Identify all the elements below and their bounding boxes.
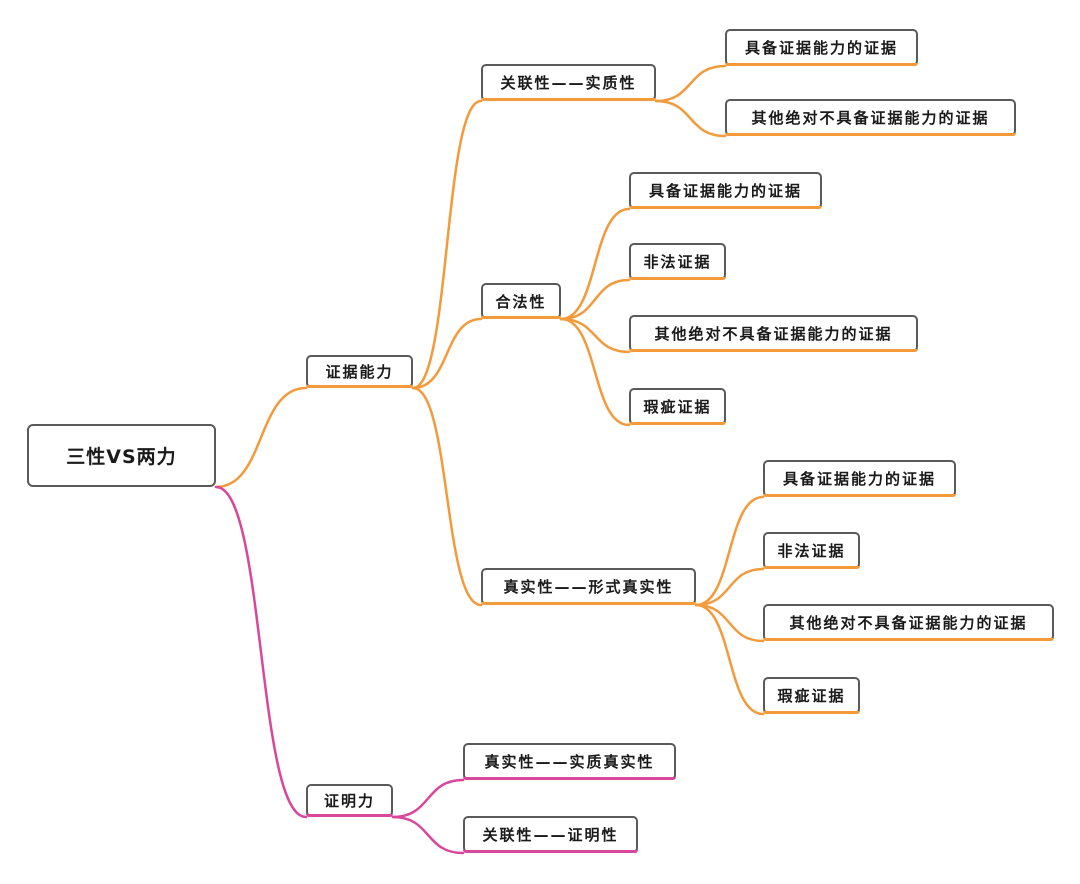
relevance-leaf-1-connector: [654, 64, 727, 103]
legality-leaf-3-connector: [559, 317, 631, 354]
node-auth-flawed-evidence[interactable]: 瑕疵证据: [763, 677, 860, 714]
legality-leaf-4-connector: [559, 317, 631, 427]
relevance-leaf-2-connector: [654, 99, 727, 138]
capacity-to-legality-connector: [411, 317, 483, 390]
authenticity-leaf-4-connector: [694, 603, 765, 716]
authenticity-leaf-3-connector: [694, 603, 765, 643]
probative-to-authenticity-connector: [391, 778, 465, 819]
node-evidence-capacity[interactable]: 证据能力: [306, 355, 413, 388]
node-leg-illegal-evidence[interactable]: 非法证据: [629, 243, 726, 280]
node-probative-force[interactable]: 证明力: [306, 784, 393, 817]
node-rel-qualified-evidence[interactable]: 具备证据能力的证据: [725, 29, 918, 66]
node-relevance-probative[interactable]: 关联性——证明性: [463, 816, 638, 853]
legality-leaf-2-connector: [559, 278, 631, 321]
authenticity-leaf-2-connector: [694, 567, 765, 607]
root-to-evidence-capacity-connector: [214, 386, 308, 489]
root-node[interactable]: 三性VS两力: [27, 424, 216, 487]
node-leg-flawed-evidence[interactable]: 瑕疵证据: [629, 388, 726, 425]
node-leg-inadmissible-evidence[interactable]: 其他绝对不具备证据能力的证据: [629, 315, 918, 352]
root-to-probative-force-connector: [214, 485, 308, 819]
legality-leaf-1-connector: [559, 207, 631, 321]
node-auth-inadmissible-evidence[interactable]: 其他绝对不具备证据能力的证据: [763, 604, 1054, 641]
authenticity-leaf-1-connector: [694, 495, 765, 607]
node-authenticity-substantive[interactable]: 真实性——实质真实性: [463, 743, 676, 780]
node-relevance-substantive[interactable]: 关联性——实质性: [481, 64, 656, 101]
node-authenticity-formal[interactable]: 真实性——形式真实性: [481, 568, 696, 605]
capacity-to-relevance-connector: [411, 99, 483, 390]
node-auth-qualified-evidence[interactable]: 具备证据能力的证据: [763, 460, 956, 497]
node-leg-qualified-evidence[interactable]: 具备证据能力的证据: [629, 172, 822, 209]
probative-to-relevance-connector: [391, 815, 465, 855]
node-legality[interactable]: 合法性: [481, 283, 561, 319]
capacity-to-authenticity-connector: [411, 386, 483, 607]
node-auth-illegal-evidence[interactable]: 非法证据: [763, 532, 860, 569]
node-rel-inadmissible-evidence[interactable]: 其他绝对不具备证据能力的证据: [725, 99, 1016, 136]
